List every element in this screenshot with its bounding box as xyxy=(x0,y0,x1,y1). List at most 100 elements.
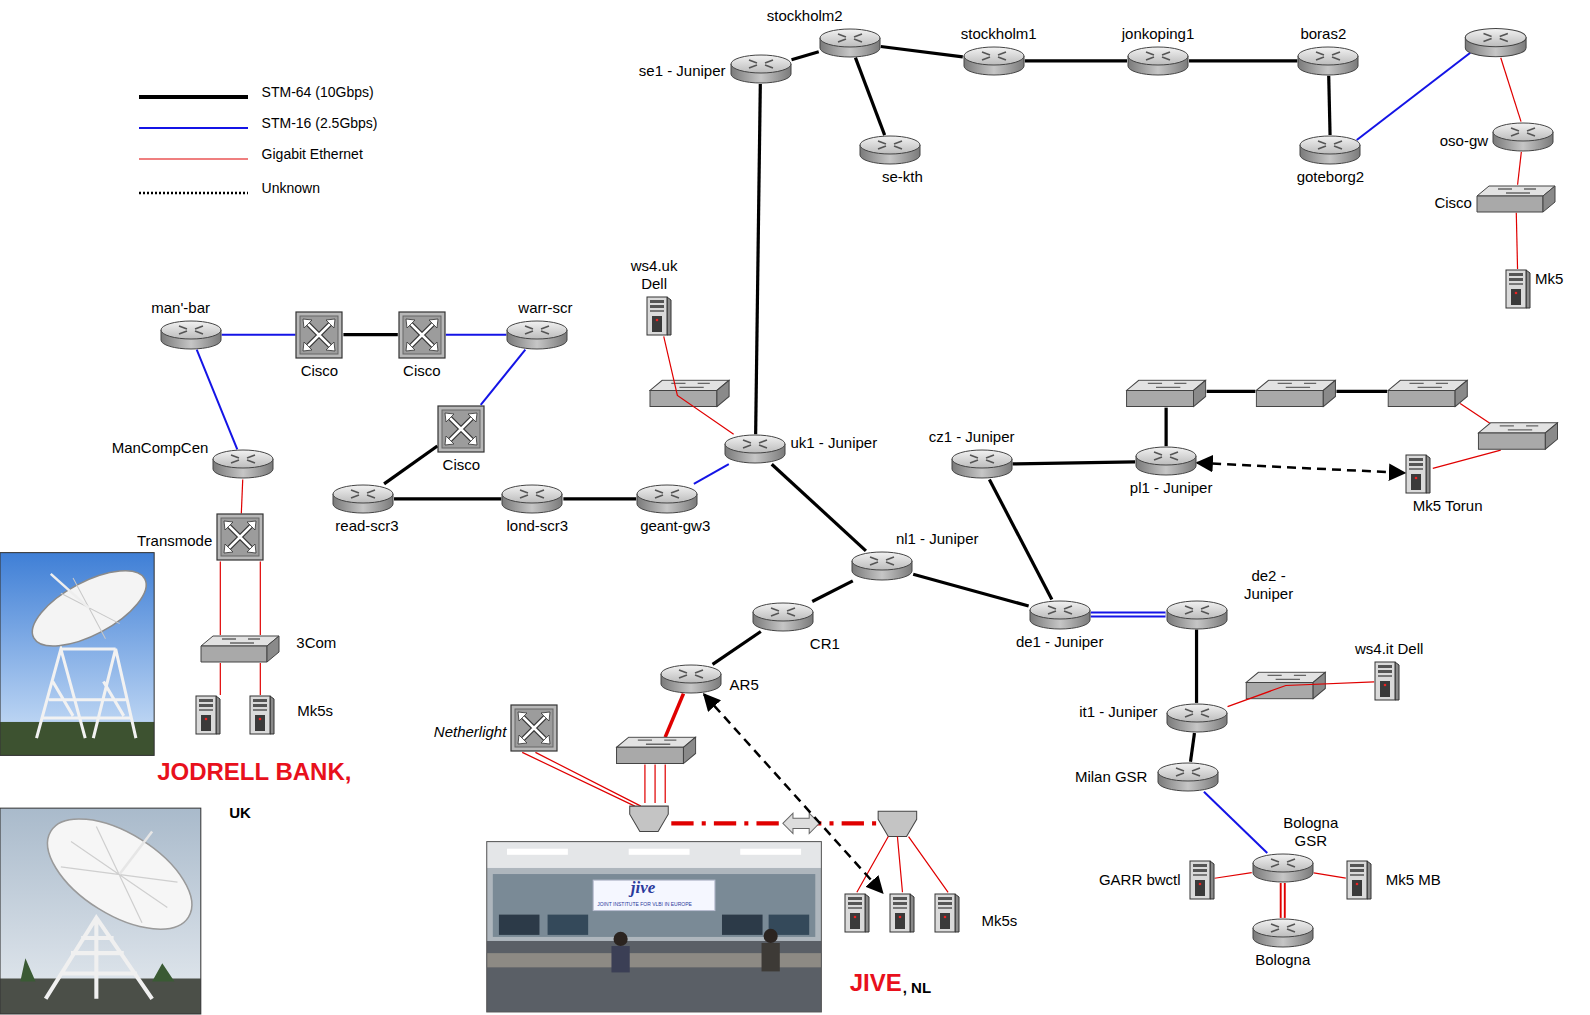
layout-path xyxy=(1357,53,1471,140)
link-path xyxy=(704,694,882,892)
layout-path xyxy=(120,831,152,874)
network-link xyxy=(664,336,734,434)
layout-circle xyxy=(613,932,627,946)
network-link xyxy=(1189,60,1297,61)
device-icon xyxy=(1374,661,1400,701)
device-router: se1 - Juniper xyxy=(730,54,792,84)
link-path xyxy=(1215,873,1252,879)
device-router: goteborg2 xyxy=(1299,135,1361,165)
device-router: cz1 - Juniper xyxy=(951,449,1013,479)
link-path xyxy=(241,479,242,513)
device-icon xyxy=(1346,860,1372,900)
device-icon xyxy=(660,664,722,694)
router-icon xyxy=(860,136,920,164)
layout-path xyxy=(37,649,136,738)
site-name: JIVE xyxy=(850,969,902,998)
layout-rect xyxy=(0,722,154,755)
device-router: de1 - Juniper xyxy=(1029,600,1091,630)
network-link xyxy=(1282,883,1283,918)
xc-icon xyxy=(217,514,263,560)
device-servers2: Mk5s xyxy=(193,695,279,735)
device-icon xyxy=(851,551,913,581)
device-label: Mk5 MB xyxy=(1386,871,1441,889)
device-icon xyxy=(1252,918,1314,948)
router-icon xyxy=(1136,447,1196,475)
legend-text: Gigabit Ethernet xyxy=(262,144,363,164)
device-router: warr-scr xyxy=(506,320,568,350)
router-icon xyxy=(852,552,912,580)
layout-use xyxy=(1465,28,1526,56)
layout-rect xyxy=(629,849,690,855)
legend-entry: Unknown xyxy=(139,178,439,198)
device-icon xyxy=(1157,762,1219,792)
device-label: Transmode xyxy=(137,532,212,550)
device-router: stockholm2 xyxy=(819,28,881,58)
network-link xyxy=(1215,873,1252,879)
device-router: boras2 xyxy=(1297,46,1359,76)
layout-rect xyxy=(0,978,201,1013)
site-name: JODRELL BANK, xyxy=(157,758,351,787)
device-router: nl1 - Juniper xyxy=(851,551,913,581)
xc-icon xyxy=(296,312,342,358)
xc-icon xyxy=(438,406,484,452)
link-path xyxy=(1516,213,1517,269)
device-label: Mk5s xyxy=(297,702,333,720)
link-path xyxy=(1013,462,1136,464)
device-icon xyxy=(1299,135,1361,165)
device-server: ws4.uk Dell xyxy=(646,296,672,336)
device-label: AR5 xyxy=(730,676,759,694)
network-link xyxy=(197,350,238,450)
device-icon xyxy=(859,135,921,165)
device-label: nl1 - Juniper xyxy=(896,530,979,548)
device-label: GARR bwctl xyxy=(1099,871,1181,889)
layout-path xyxy=(1501,58,1521,122)
device-icon xyxy=(295,311,343,359)
link-path xyxy=(1518,152,1522,185)
legend-line-sample xyxy=(139,113,249,133)
device-label: Cisco xyxy=(403,362,441,380)
device-label: oso-gw xyxy=(1440,132,1488,150)
device-icon xyxy=(501,484,563,514)
xc-icon xyxy=(511,705,557,751)
link-path xyxy=(664,336,734,434)
device-icon xyxy=(510,704,558,752)
router-icon xyxy=(964,47,1024,75)
network-link xyxy=(772,464,866,551)
network-link xyxy=(1025,60,1127,61)
device-icon xyxy=(212,449,274,479)
layout-path xyxy=(645,765,665,804)
device-icon xyxy=(1166,703,1228,733)
device-icon xyxy=(1405,454,1431,494)
link-path xyxy=(1329,76,1330,135)
network-link xyxy=(394,498,501,499)
layout-path xyxy=(665,694,683,738)
layout-rect xyxy=(487,941,822,1012)
device-icon xyxy=(963,46,1025,76)
layout-rect xyxy=(487,842,822,1012)
network-link xyxy=(1204,792,1267,853)
device-server: ws4.it Dell xyxy=(1374,661,1400,701)
server-icon xyxy=(196,696,220,734)
layout-path xyxy=(61,826,178,922)
device-icon xyxy=(724,434,786,464)
device-icon xyxy=(1127,46,1189,76)
layout-use xyxy=(1256,380,1335,406)
layout-rect xyxy=(722,915,763,935)
device-icon xyxy=(819,28,881,58)
network-link xyxy=(384,446,437,484)
legend-text: STM-64 (10Gbps) xyxy=(262,82,374,102)
server-icon xyxy=(250,696,274,734)
device-xc: Transmode xyxy=(216,513,264,561)
link-path xyxy=(1189,59,1297,62)
device-icon xyxy=(1252,853,1314,883)
link-path xyxy=(343,333,397,336)
device-icon xyxy=(951,449,1013,479)
device-label: CR1 xyxy=(810,635,840,653)
connector-group xyxy=(197,47,1522,918)
link-path xyxy=(772,464,866,551)
site-country: UK xyxy=(229,804,251,822)
device-icon xyxy=(835,893,965,933)
device-icon xyxy=(200,635,280,663)
router-icon xyxy=(753,603,813,631)
